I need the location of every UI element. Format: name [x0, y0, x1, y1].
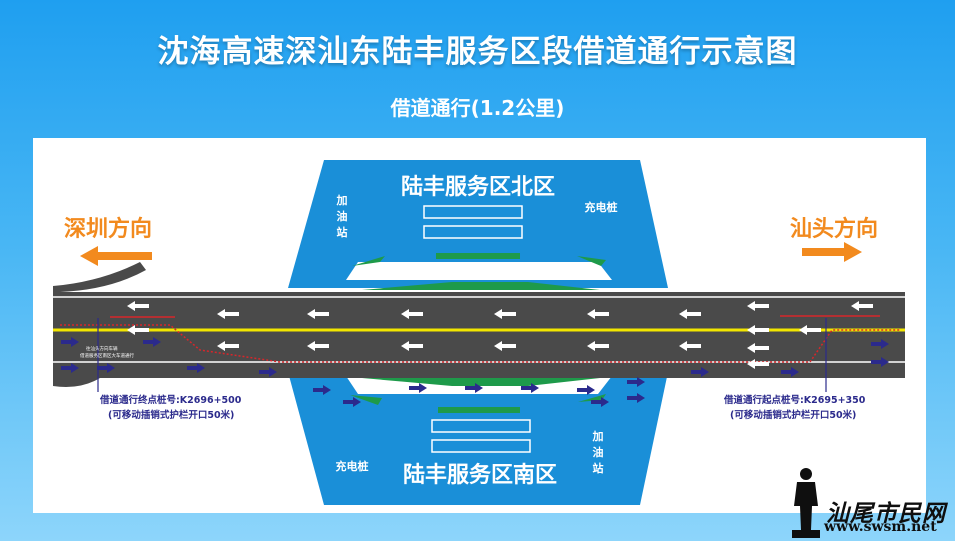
south-charging-label: 充电桩 — [336, 459, 369, 473]
green-island-south-1 — [362, 378, 600, 386]
left-ramp-top — [53, 262, 146, 292]
start-point-line2: (可移动插销式护栏开口50米) — [730, 409, 856, 421]
road-note-line2: 借道服务区南区大车道通行 — [80, 352, 134, 359]
south-gas-2: 油 — [593, 445, 604, 459]
north-service-name: 陆丰服务区北区 — [401, 175, 555, 200]
start-point-line1: 借道通行起点桩号:K2695+350 — [723, 394, 866, 406]
north-gas-1: 加 — [336, 193, 348, 207]
shenzhen-direction-arrow — [80, 246, 152, 266]
north-crosswalk — [423, 205, 523, 239]
north-yard — [346, 262, 612, 280]
page-title: 沈海高速深汕东陆丰服务区段借道通行示意图 — [157, 34, 798, 70]
south-crosswalk — [431, 419, 531, 453]
service-area-north — [288, 160, 668, 288]
left-ramp-bottom — [53, 378, 100, 387]
green-island-south-2 — [350, 395, 382, 405]
service-area-south — [288, 372, 668, 505]
north-gas-2: 油 — [337, 209, 348, 223]
green-island-south-3 — [438, 407, 520, 413]
direction-right-label: 汕头方向 — [790, 216, 878, 242]
south-service-name: 陆丰服务区南区 — [403, 463, 557, 488]
green-island-north-2 — [436, 253, 520, 259]
shantou-direction-arrow — [802, 242, 862, 262]
north-gas-3: 站 — [337, 225, 348, 239]
road-note-line1: 往汕头方向车辆 — [86, 345, 118, 352]
detour-route-line — [60, 324, 900, 363]
end-point-line1: 借道通行终点桩号:K2696+500 — [99, 394, 242, 406]
south-gas-3: 站 — [593, 461, 604, 475]
watermark-url: www.swsm.net — [824, 519, 937, 535]
south-gas-1: 加 — [592, 429, 604, 443]
green-island-north-3 — [577, 256, 606, 266]
watermark-site-name: 汕尾市民网 — [826, 500, 946, 527]
watermark-figure-icon — [792, 468, 820, 538]
green-island-north-4 — [362, 282, 600, 290]
page-subtitle: 借道通行(1.2公里) — [390, 96, 565, 120]
north-charging-label: 充电桩 — [585, 200, 618, 214]
direction-left-label: 深圳方向 — [64, 216, 152, 242]
end-point-line2: (可移动插销式护栏开口50米) — [108, 409, 234, 421]
green-island-north-1 — [352, 256, 385, 266]
main-road — [53, 292, 905, 378]
